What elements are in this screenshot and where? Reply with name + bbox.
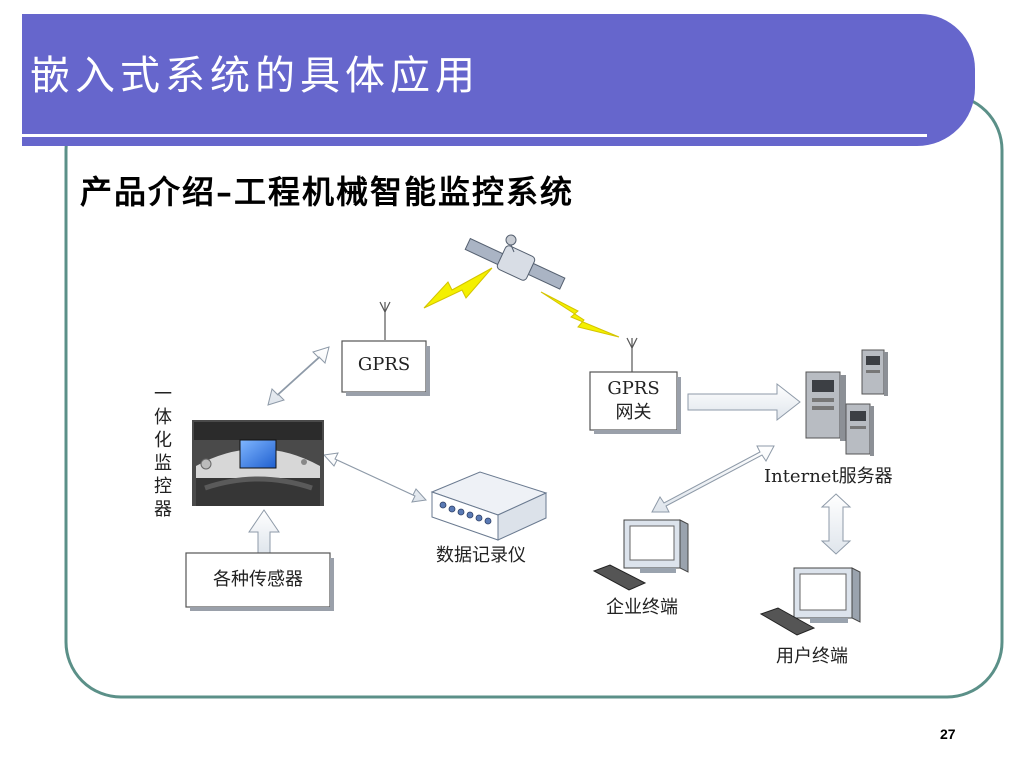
monitor-char: 控 (154, 476, 172, 497)
gprs-gateway-box (589, 371, 678, 431)
computer-icon (623, 519, 689, 573)
monitor-char: 化 (154, 430, 172, 451)
server-icon (861, 349, 888, 396)
server-icon (805, 371, 846, 441)
monitor-label: 一 体 化 监 控 器 (150, 383, 176, 521)
recorder-label: 数据记录仪 (436, 545, 526, 566)
slide-subtitle: 产品介绍–工程机械智能监控系统 (80, 173, 575, 211)
arrow-sensors-monitor (248, 509, 280, 554)
data-recorder-icon (430, 471, 548, 541)
arrow-gprs-monitor (267, 346, 330, 406)
user-terminal-label: 用户终端 (776, 646, 848, 667)
enterprise-terminal-label: 企业终端 (606, 597, 678, 618)
satellite-icon (464, 234, 566, 290)
gprs-box-shadow (426, 346, 430, 396)
sensors-label: 各种传感器 (213, 569, 303, 590)
server-icon (845, 403, 874, 456)
antenna-icon (379, 301, 391, 340)
title-banner (22, 14, 975, 146)
monitor-char: 器 (154, 499, 172, 520)
dashboard-photo (192, 420, 324, 506)
arrow-gateway-server (687, 382, 801, 422)
server-label: Internet服务器 (764, 466, 893, 487)
keyboard-icon (759, 607, 816, 636)
monitor-char: 一 (154, 384, 172, 405)
arrow-server-user (820, 493, 852, 555)
gprs-label: GPRS (357, 354, 411, 375)
monitor-char: 监 (154, 453, 172, 474)
sensors-box (185, 552, 331, 608)
arrow-terminal-server (651, 445, 775, 513)
page-number: 27 (940, 726, 956, 742)
gateway-label-1: GPRS (607, 378, 660, 399)
title-underline (22, 134, 927, 137)
arrow-monitor-recorder (322, 452, 428, 503)
lightning-icon (423, 267, 493, 309)
gateway-label-2: 网关 (615, 402, 652, 423)
antenna-icon (626, 337, 638, 372)
slide-title: 嵌入式系统的具体应用 (30, 53, 480, 99)
keyboard-icon (592, 564, 647, 591)
computer-icon (793, 567, 861, 623)
monitor-char: 体 (154, 407, 172, 428)
lightning-icon (540, 291, 620, 338)
